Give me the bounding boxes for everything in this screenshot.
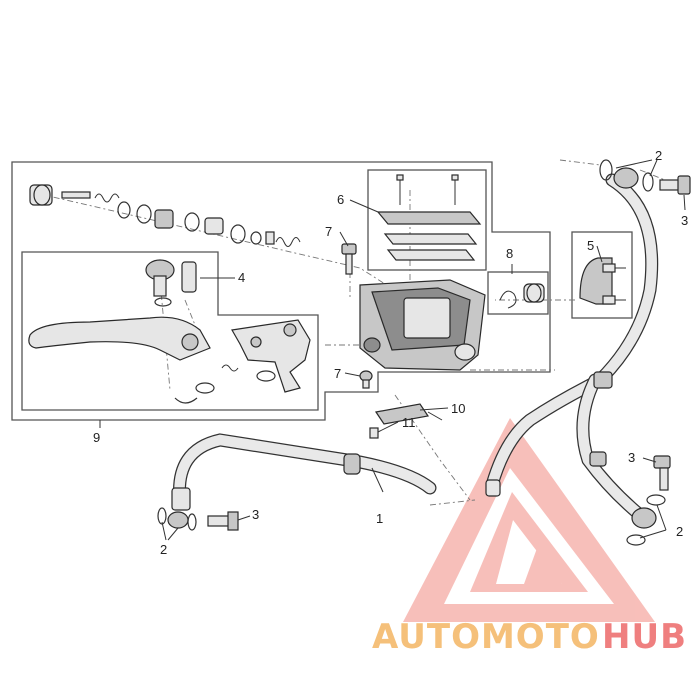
callout-3-banjo-bolt-right: 3 xyxy=(628,450,635,465)
lever-pivot-parts xyxy=(145,259,197,307)
brake-switch xyxy=(369,403,443,439)
callout-10-brake-switch: 10 xyxy=(451,401,465,416)
clamp-kit-frame xyxy=(571,231,633,319)
brake-lever xyxy=(28,316,211,361)
screw-upper xyxy=(341,243,357,275)
watermark-logo-triangle xyxy=(403,418,655,622)
callout-1-hose: 1 xyxy=(376,511,383,526)
callout-2-washer-right: 2 xyxy=(676,524,683,539)
callout-8-piston-kit: 8 xyxy=(506,246,513,261)
lever-kit-frame xyxy=(21,251,319,411)
callout-4-lever-kit: 4 xyxy=(238,270,245,285)
master-cylinder-body xyxy=(359,279,486,371)
banjo-fitting-bottom xyxy=(626,455,671,546)
screw-lower xyxy=(359,370,373,389)
callout-7-screw-lower: 7 xyxy=(334,366,341,381)
lever-bracket xyxy=(174,319,311,404)
piston-components-row xyxy=(29,184,301,247)
callout-11-switch-screw: 11 xyxy=(402,415,416,430)
banjo-fitting-top xyxy=(599,159,691,195)
callout-3-banjo-bolt-left: 3 xyxy=(252,507,259,522)
callout-7-screw-upper: 7 xyxy=(325,224,332,239)
piston-kit-parts xyxy=(499,283,545,309)
callout-leaders xyxy=(99,159,686,541)
watermark-word-automoto: AUTOMOTO xyxy=(372,617,600,657)
assembly-outline-frame xyxy=(11,161,551,421)
callout-2-washer-top: 2 xyxy=(655,148,662,163)
clamp-kit-parts xyxy=(579,257,626,305)
brake-hose-right xyxy=(485,173,659,522)
callout-9-master-cylinder-kit: 9 xyxy=(93,430,100,445)
watermark-text: AUTOMOTO HUB xyxy=(372,617,687,657)
callout-5-clamp-kit: 5 xyxy=(587,238,594,253)
brake-hose-left xyxy=(157,433,437,531)
callout-2-washer-left: 2 xyxy=(160,542,167,557)
reservoir-cap-kit-parts xyxy=(376,174,482,261)
reservoir-cap-kit-frame xyxy=(367,169,487,271)
callout-6-reservoir-cap-kit: 6 xyxy=(337,192,344,207)
piston-kit-frame xyxy=(487,271,549,315)
callout-3-banjo-bolt-top: 3 xyxy=(681,213,688,228)
watermark-word-hub: HUB xyxy=(602,617,687,657)
